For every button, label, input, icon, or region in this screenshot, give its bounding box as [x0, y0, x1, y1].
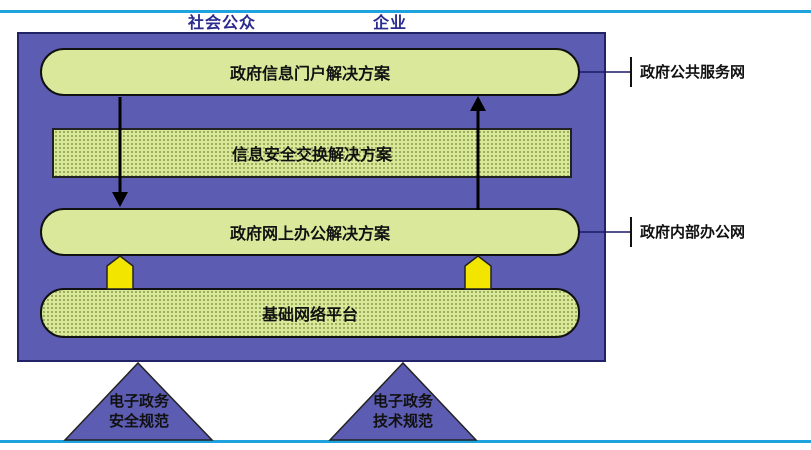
label-enterprise: 企业: [373, 13, 408, 32]
triangle-security-spec: [63, 361, 214, 441]
security-spec-line2: 安全规范: [108, 412, 169, 430]
support-arrow-left: [106, 255, 134, 290]
side-label-public-service-net: 政府公共服务网: [630, 57, 745, 87]
tech-spec-line1: 电子政务: [372, 392, 433, 410]
triangle-security-spec-label: 电子政务 安全规范: [79, 391, 199, 431]
tech-spec-line2: 技术规范: [372, 412, 433, 430]
arrow-down-head: [112, 192, 128, 207]
triangle-tech-spec: [328, 361, 478, 441]
arrow-up-head: [470, 96, 486, 111]
security-spec-line1: 电子政务: [108, 392, 169, 410]
layer-network: 基础网络平台: [40, 288, 580, 338]
support-arrow-right: [464, 255, 492, 290]
top-rule: [0, 10, 811, 13]
bottom-rule: [0, 440, 811, 443]
label-public: 社会公众: [188, 13, 257, 32]
side-label-internal-office-net: 政府内部办公网: [630, 217, 745, 247]
layer-portal: 政府信息门户解决方案: [40, 48, 580, 96]
layer-security-exchange: 信息安全交换解决方案: [52, 128, 572, 178]
layer-office: 政府网上办公解决方案: [40, 208, 580, 256]
triangle-tech-spec-label: 电子政务 技术规范: [343, 391, 463, 431]
